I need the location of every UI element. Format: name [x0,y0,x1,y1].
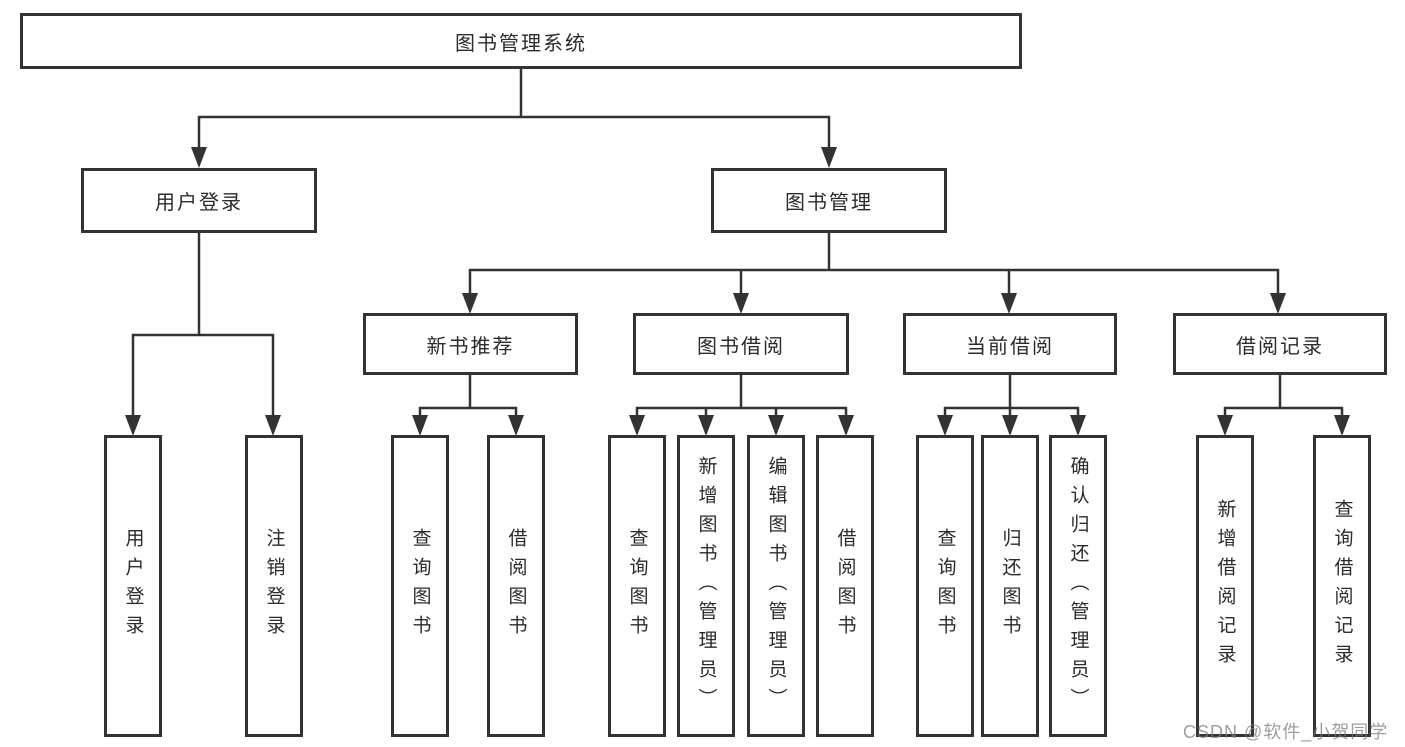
arrowhead-icon [629,415,645,436]
arrowhead-icon [937,415,953,436]
arrowhead-icon [125,415,141,436]
node-root: 图书管理系统 [20,13,1022,69]
connector-line [468,233,1280,296]
leaf-logout: 注销登录 [245,435,303,737]
leaf-query-borrow-record: 查询借阅记录 [1313,435,1371,737]
leaf-confirm-return-admin: 确认归还（管理员） [1049,435,1107,737]
arrowhead-icon [1217,415,1233,436]
leaf-add-book-admin: 新增图书（管理员） [677,435,735,737]
arrowhead-icon [1070,415,1086,436]
node-new-book-recommend: 新书推荐 [363,313,578,375]
leaf-query-books-borrow: 查询图书 [608,435,666,737]
connector-line [131,233,275,418]
arrowhead-icon [462,293,478,314]
connector-line [1223,375,1344,418]
connector-line [635,375,848,418]
leaf-add-borrow-record: 新增借阅记录 [1196,435,1254,737]
arrowhead-icon [191,147,207,168]
arrowhead-icon [412,415,428,436]
connector-line [197,69,831,150]
arrowhead-icon [838,415,854,436]
arrowhead-icon [821,147,837,168]
arrowhead-icon [1001,293,1017,314]
arrowhead-icon [508,415,524,436]
node-user-login: 用户登录 [81,168,317,233]
arrowhead-icon [1270,293,1286,314]
leaf-query-books-current: 查询图书 [916,435,974,737]
leaf-user-login: 用户登录 [104,435,162,737]
leaf-borrow-books: 借阅图书 [816,435,874,737]
leaf-edit-book-admin: 编辑图书（管理员） [747,435,805,737]
arrowhead-icon [1002,415,1018,436]
node-book-borrow: 图书借阅 [633,313,849,375]
leaf-query-books-recommend: 查询图书 [391,435,449,737]
arrowhead-icon [698,415,714,436]
leaf-return-books: 归还图书 [981,435,1039,737]
node-book-management: 图书管理 [711,168,947,233]
node-borrow-records: 借阅记录 [1173,313,1387,375]
csdn-watermark: CSDN @软件_小贺同学 [1183,722,1389,742]
leaf-borrow-books-recommend: 借阅图书 [487,435,545,737]
arrowhead-icon [733,293,749,314]
connector-line [943,375,1080,418]
node-current-borrow: 当前借阅 [903,313,1117,375]
arrowhead-icon [1334,415,1350,436]
arrowhead-icon [768,415,784,436]
arrowhead-icon [265,415,281,436]
connector-line [418,375,518,418]
